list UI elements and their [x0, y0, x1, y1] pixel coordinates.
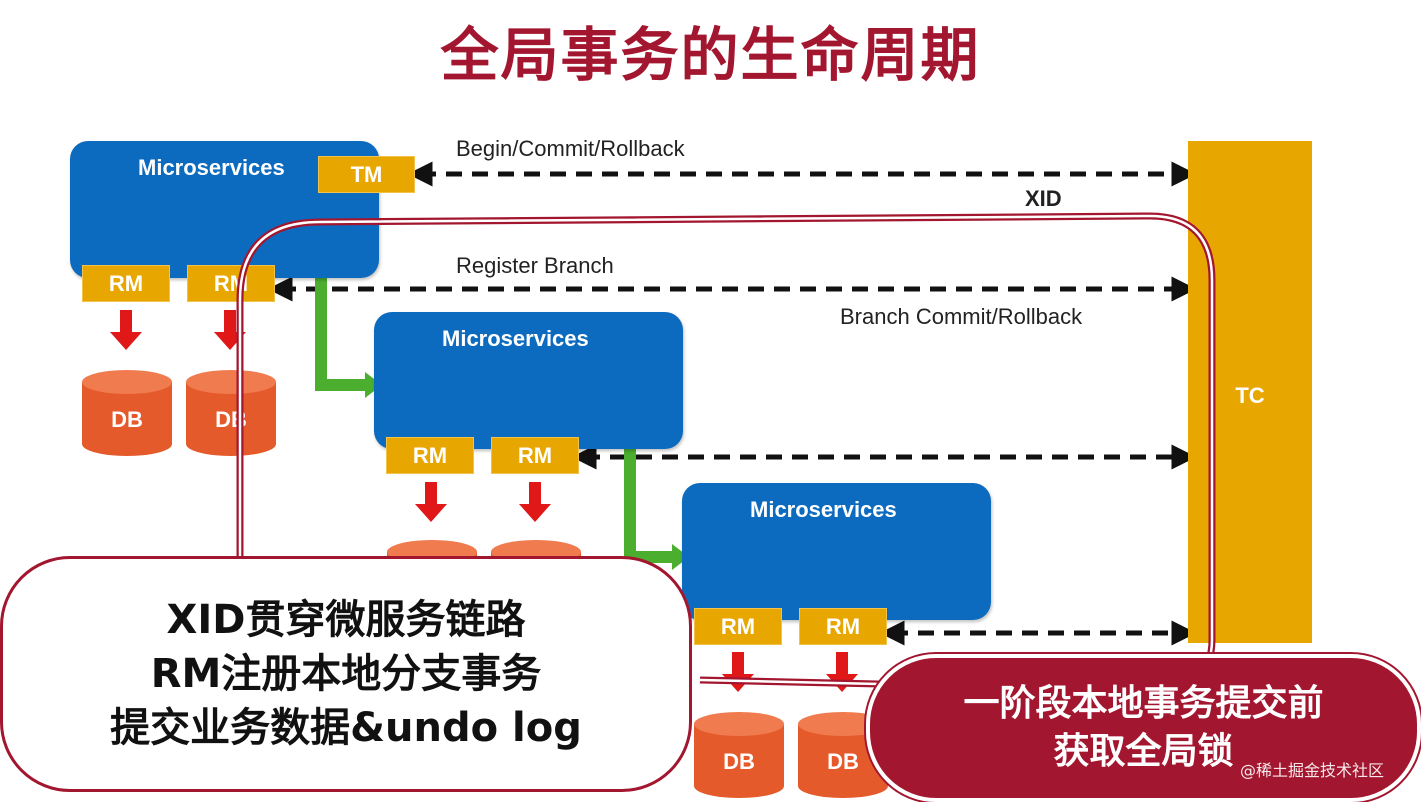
db-label-1a: DB	[111, 407, 143, 432]
tc-label: TC	[1235, 383, 1265, 408]
xid-label: XID	[1025, 186, 1062, 211]
rm-tag-3a: RM	[694, 608, 782, 645]
rm-tag-2b: RM	[491, 437, 579, 474]
callout-right-line-1: 一阶段本地事务提交前	[963, 683, 1324, 724]
register-branch-label: Register Branch	[456, 253, 614, 278]
db-label-3a: DB	[723, 749, 755, 774]
microservice-2: Microservices	[374, 312, 683, 449]
branch-commit-label: Branch Commit/Rollback	[840, 304, 1083, 329]
callout-left-line-3: 提交业务数据&undo log	[110, 705, 582, 751]
callout-left-line-2: RM注册本地分支事务	[150, 651, 542, 697]
arrow-right-bend-icon	[315, 266, 382, 398]
page-title: 全局事务的生命周期	[440, 21, 981, 89]
microservice-3-label: Microservices	[750, 497, 897, 522]
db-label-3b: DB	[827, 749, 859, 774]
tm-tag: TM	[318, 156, 415, 193]
callout-global-lock: 一阶段本地事务提交前 获取全局锁	[866, 654, 1421, 802]
rm-tag-1a: RM	[82, 265, 170, 302]
microservice-2-label: Microservices	[442, 326, 589, 351]
callout-left-line-1: XID贯穿微服务链路	[166, 597, 526, 643]
rm-tag-1b: RM	[187, 265, 275, 302]
microservice-3: Microservices	[682, 483, 991, 620]
rm-tag-3b: RM	[799, 608, 887, 645]
begin-commit-label: Begin/Commit/Rollback	[456, 136, 685, 161]
rm-tag-2a: RM	[386, 437, 474, 474]
callout-right-line-2: 获取全局锁	[1053, 731, 1234, 772]
callout-xid-chain: XID贯穿微服务链路 RM注册本地分支事务 提交业务数据&undo log	[0, 556, 692, 792]
microservice-1-label: Microservices	[138, 155, 285, 180]
tc-coordinator: TC	[1188, 141, 1312, 643]
db-label-1b: DB	[215, 407, 247, 432]
watermark: @稀土掘金技术社区	[1240, 761, 1385, 780]
